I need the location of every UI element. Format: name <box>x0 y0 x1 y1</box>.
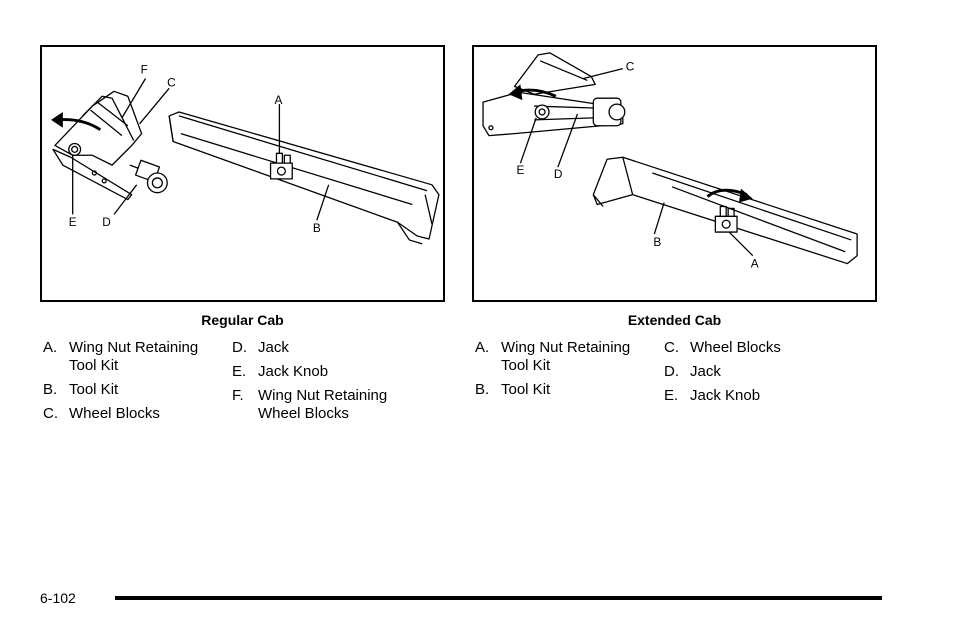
callout-b: B <box>653 235 661 249</box>
legend-item: B.Tool Kit <box>475 381 551 398</box>
legend-item: F.Wing Nut Retaining Wheel Blocks <box>232 387 388 422</box>
legend-item: D.Jack <box>232 339 289 356</box>
jack-assembly <box>482 52 626 137</box>
regular-cab-illustration: F C A B E D <box>40 45 445 302</box>
leader-e <box>519 117 537 164</box>
leader-c <box>139 87 170 125</box>
regular-cab-drawing: F C A B E D <box>51 63 440 245</box>
leader-a <box>728 231 754 257</box>
callout-d: D <box>102 215 111 229</box>
legend-item: E.Jack Knob <box>232 363 329 380</box>
legend-item: D.Jack <box>664 363 721 380</box>
jack-assembly <box>52 90 168 201</box>
callout-a: A <box>274 93 282 107</box>
wing-nut-kit <box>714 205 738 233</box>
legend-item: C.Wheel Blocks <box>43 405 160 422</box>
legend-item: C.Wheel Blocks <box>664 339 781 356</box>
tool-kit-bag <box>168 111 440 245</box>
legend-item: A.Wing Nut Retaining Tool Kit <box>43 339 199 374</box>
leader-f <box>121 78 147 119</box>
extended-cab-illustration: C E D B A <box>472 45 877 302</box>
extended-cab-legend-col2: C.Wheel Blocks D.Jack E.Jack Knob <box>664 339 844 411</box>
page-number: 6-102 <box>40 590 76 606</box>
callout-a: A <box>751 257 759 271</box>
callout-d: D <box>554 167 563 181</box>
regular-cab-legend-col2: D.Jack E.Jack Knob F.Wing Nut Retaining … <box>232 339 412 429</box>
extended-cab-drawing: C E D B A <box>482 52 858 271</box>
wing-nut-kit <box>269 152 293 180</box>
leader-c <box>583 68 623 80</box>
leader-d <box>557 113 579 168</box>
arrow-head-icon <box>738 188 753 203</box>
legend-item: B.Tool Kit <box>43 381 119 398</box>
leader-d <box>113 184 138 215</box>
extended-cab-legend-col1: A.Wing Nut Retaining Tool Kit B.Tool Kit <box>475 339 655 405</box>
callout-c: C <box>167 75 176 89</box>
footer-rule <box>115 596 882 600</box>
legend-item: A.Wing Nut Retaining Tool Kit <box>475 339 631 374</box>
callout-b: B <box>313 221 321 235</box>
arrow-head-icon <box>51 111 63 128</box>
leader-b <box>316 184 330 221</box>
legend-item: E.Jack Knob <box>664 387 761 404</box>
regular-cab-legend-col1: A.Wing Nut Retaining Tool Kit B.Tool Kit… <box>43 339 223 429</box>
regular-cab-caption: Regular Cab <box>201 312 284 328</box>
extended-cab-caption: Extended Cab <box>627 312 722 328</box>
callout-f: F <box>141 63 148 77</box>
tool-kit-bag <box>592 156 858 265</box>
leader-b <box>653 202 665 235</box>
callout-e: E <box>69 215 77 229</box>
callout-c: C <box>626 60 635 74</box>
arrow-head-icon <box>508 84 523 101</box>
callout-e: E <box>516 163 524 177</box>
